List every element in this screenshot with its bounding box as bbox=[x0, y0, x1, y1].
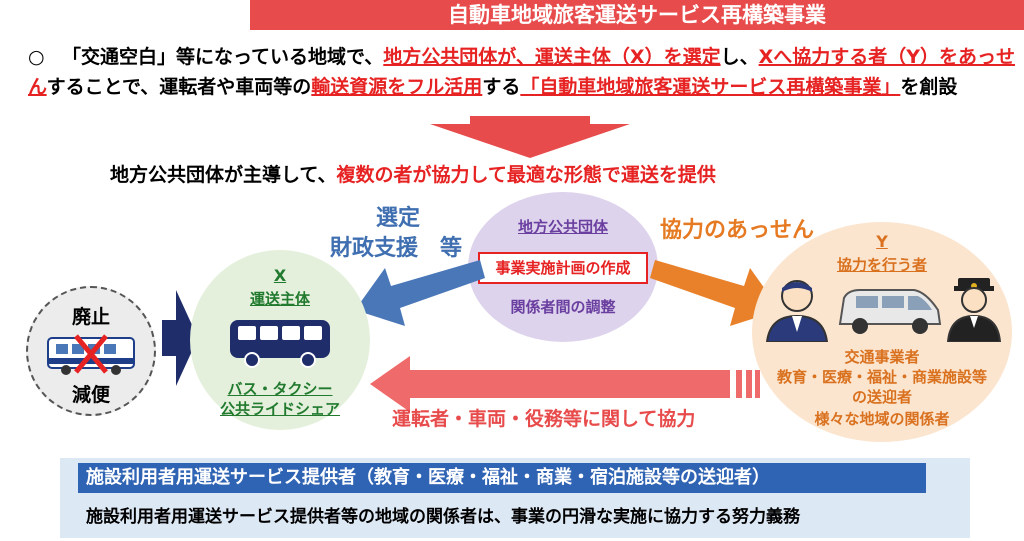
bottom-heading: 施設利用者用運送サービス提供者（教育・医療・福祉・商業・宿泊施設等の送迎者） bbox=[78, 463, 926, 493]
select-label: 選定 bbox=[375, 206, 420, 231]
person-icon bbox=[765, 280, 829, 342]
intro-highlight: 地方公共団体が、運送主体（X）を選定 bbox=[383, 46, 721, 68]
intro-highlight: 輸送資源をフル活用 bbox=[311, 76, 483, 98]
reduce-label: 減便 bbox=[71, 384, 110, 406]
y-letter: Y bbox=[876, 232, 888, 251]
y-line4: 様々な地域の関係者 bbox=[814, 410, 950, 428]
local-government-title: 地方公共団体 bbox=[517, 218, 608, 236]
summary-prefix: 地方公共団体が主導して、 bbox=[110, 164, 337, 186]
x-letter: X bbox=[273, 266, 287, 285]
cooperation-arrow bbox=[370, 356, 760, 412]
bullet-circle: ○ bbox=[28, 46, 45, 68]
summary-highlight: 複数の者が協力して最適な形態で運送を提供 bbox=[336, 164, 716, 186]
van-icon bbox=[838, 289, 942, 334]
driver-icon bbox=[946, 278, 1002, 342]
intro-paragraph: ○ 「交通空白」等になっている地域で、地方公共団体が、運送主体（X）を選定し、Xへ… bbox=[28, 42, 1018, 102]
x-role: 運送主体 bbox=[249, 290, 310, 308]
cooperation-arrow-label: 運転者・車両・役務等に関して協力 bbox=[392, 408, 696, 430]
abolish-label: 廃止 bbox=[71, 306, 110, 328]
page-title: 自動車地域旅客運送サービス再構築事業 bbox=[250, 0, 1024, 30]
intro-highlight: Xへ協力する者（Y）をあっせん bbox=[28, 46, 1016, 98]
cooperation-mediation-label: 協力のあっせん bbox=[660, 218, 815, 243]
intro-part: する bbox=[482, 76, 521, 98]
bottom-text: 施設利用者用運送サービス提供者等の地域の関係者は、事業の円滑な実施に協力する努力… bbox=[86, 507, 800, 527]
x-line2: 公共ライドシェア bbox=[219, 400, 340, 418]
intro-highlight: 「自動車地域旅客運送サービス再構築事業」 bbox=[520, 76, 901, 98]
y-role: 協力を行う者 bbox=[836, 256, 927, 274]
y-line3: の送迎者 bbox=[851, 388, 912, 406]
intro-part: 「交通空白」等になっている地域で、 bbox=[62, 46, 384, 68]
x-line1: バス・タクシー bbox=[227, 380, 333, 398]
down-arrow bbox=[430, 116, 630, 158]
intro-part: し、 bbox=[720, 46, 759, 68]
intro-part: することで、運転者や車両等の bbox=[46, 76, 312, 98]
y-line2: 教育・医療・福祉・商業施設等 bbox=[776, 368, 987, 386]
mediation-arrow bbox=[650, 260, 780, 326]
bus-crossed-icon bbox=[47, 334, 135, 375]
navy-arrow bbox=[162, 290, 198, 386]
intro-part: を創設 bbox=[900, 76, 958, 98]
y-line1: 交通事業者 bbox=[844, 348, 920, 366]
bus-icon bbox=[230, 320, 330, 368]
select-arrow bbox=[355, 260, 485, 326]
financial-support-label: 財政支援 等 bbox=[330, 236, 463, 261]
plan-creation-box: 事業実施計画の作成 bbox=[478, 252, 648, 284]
summary-line: 地方公共団体が主導して、複数の者が協力して最適な形態で運送を提供 bbox=[110, 160, 716, 187]
stakeholder-coordination-label: 関係者間の調整 bbox=[510, 298, 616, 316]
